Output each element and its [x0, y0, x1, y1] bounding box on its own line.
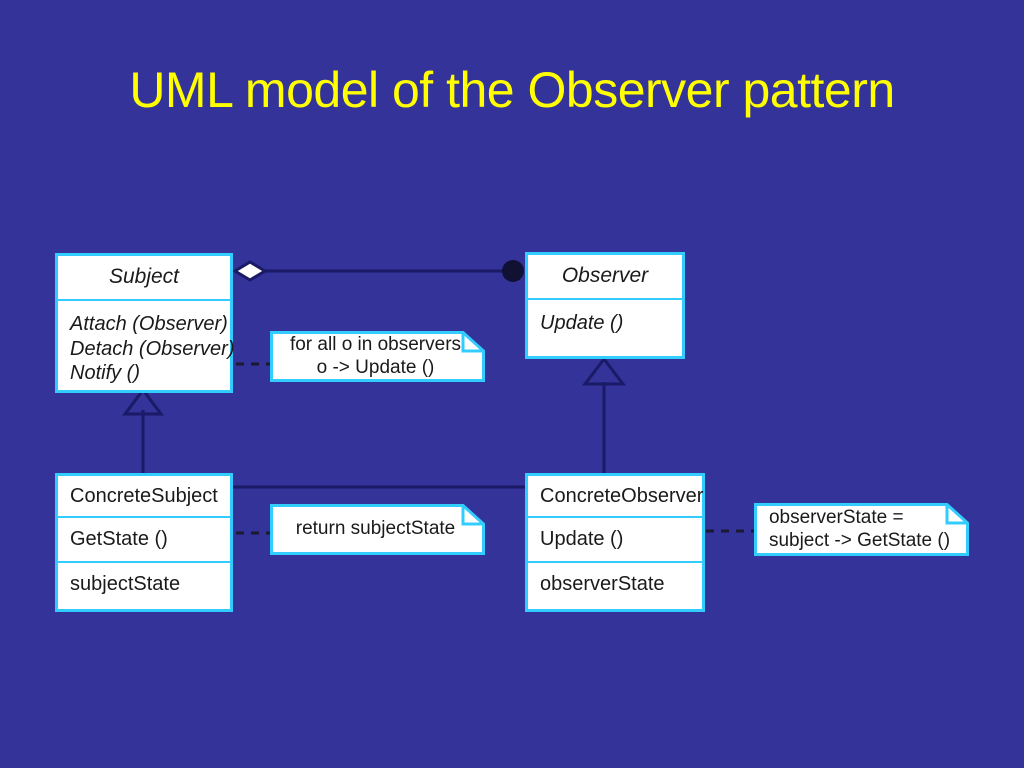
operation-detach: Detach (Observer) — [70, 337, 235, 360]
class-name-concreteobserver: ConcreteObserver — [540, 485, 704, 507]
uml-class-subject[interactable]: Subject Attach (Observer) Detach (Observ… — [55, 253, 235, 393]
uml-note-notify[interactable]: for all o in observers o -> Update () — [270, 331, 485, 382]
hollow-triangle-icon — [581, 356, 627, 386]
operations-compartment-observer: Update () — [528, 298, 682, 347]
edge-subject-observer — [232, 260, 524, 282]
attribute-observerstate: observerState — [540, 572, 665, 595]
attributes-compartment-concretesubject: subjectState — [58, 560, 230, 605]
class-name-observer: Observer — [561, 264, 649, 287]
note-text-getstate: return subjectState — [295, 518, 456, 540]
edge-concretesubject-subject — [122, 387, 164, 475]
uml-note-update[interactable]: observerState = subject -> GetState () — [754, 503, 969, 556]
operation-update: Update () — [540, 528, 624, 551]
note-text-update: observerState = subject -> GetState () — [768, 507, 951, 551]
uml-note-getstate[interactable]: return subjectState — [270, 504, 485, 555]
note-folded-corner-icon — [270, 331, 485, 382]
uml-class-concretesubject[interactable]: ConcreteSubject GetState () subjectState — [55, 473, 233, 612]
hollow-diamond-icon — [232, 260, 268, 282]
uml-class-concreteobserver[interactable]: ConcreteObserver Update () observerState — [525, 473, 705, 612]
edge-concreteobserver-observer — [581, 356, 627, 475]
operation-notify: Notify () — [70, 362, 140, 385]
note-text-notify: for all o in observers o -> Update () — [289, 334, 462, 378]
class-name-subject: Subject — [108, 265, 180, 288]
operations-compartment-subject: Attach (Observer) Detach (Observer) Noti… — [58, 299, 235, 397]
page-title: UML model of the Observer pattern — [129, 61, 895, 118]
attribute-subjectstate: subjectState — [70, 572, 181, 595]
class-name-concretesubject: ConcreteSubject — [70, 485, 218, 507]
uml-class-observer[interactable]: Observer Update () — [525, 252, 685, 359]
operations-compartment-concreteobserver: Update () — [528, 516, 702, 560]
attributes-compartment-concreteobserver: observerState — [528, 560, 702, 605]
operation-update: Update () — [540, 312, 624, 335]
note-folded-corner-icon — [270, 504, 485, 555]
filled-circle-icon — [502, 260, 524, 282]
operation-getstate: GetState () — [70, 528, 168, 551]
operation-attach: Attach (Observer) — [70, 313, 228, 336]
operations-compartment-concretesubject: GetState () — [58, 516, 230, 560]
note-folded-corner-icon — [754, 503, 969, 556]
